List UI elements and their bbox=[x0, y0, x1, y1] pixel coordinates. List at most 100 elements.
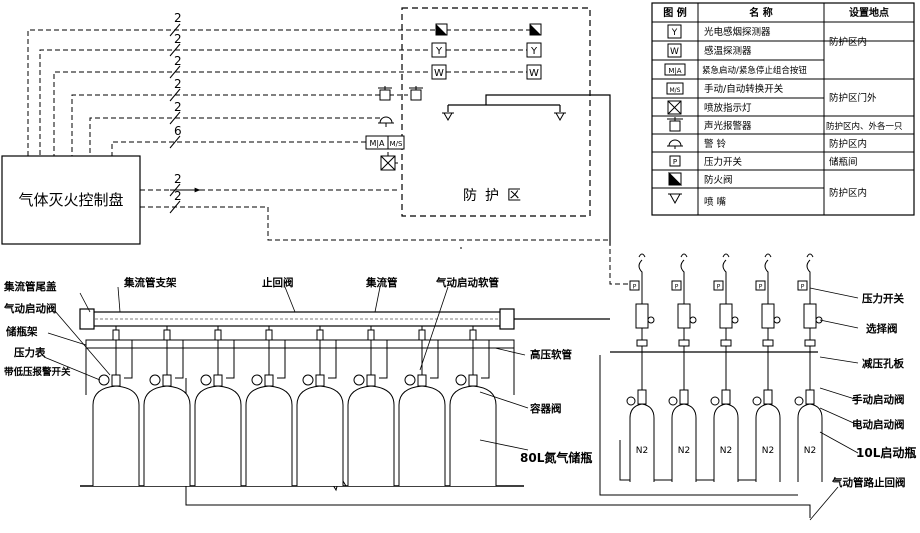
selector-valve-icon bbox=[677, 303, 691, 329]
discharge-riser bbox=[764, 259, 769, 304]
check-valve-icon bbox=[469, 329, 477, 341]
heat-detector-icon: W bbox=[667, 43, 682, 58]
legend-location: 储瓶间 bbox=[829, 156, 858, 168]
label-electric-valve: 电动启动阀 bbox=[852, 418, 905, 431]
wire-count: 2 bbox=[174, 172, 182, 186]
pressure-gauge-icon bbox=[149, 374, 161, 386]
svg-text:M/S: M/S bbox=[669, 87, 680, 94]
check-valve-icon bbox=[214, 329, 222, 341]
container-valve-icon bbox=[468, 374, 478, 387]
pilot-hose bbox=[277, 340, 286, 379]
legend-location: 防护区内 bbox=[829, 138, 867, 150]
main-cylinder bbox=[398, 326, 446, 486]
main-cylinder bbox=[449, 326, 497, 486]
label-cylinder-rack: 储瓶架 bbox=[6, 325, 38, 338]
pilot-cylinder-body bbox=[713, 403, 739, 482]
manual-valve-icon bbox=[763, 389, 773, 405]
discharge-riser bbox=[722, 259, 727, 304]
svg-text:Y: Y bbox=[435, 46, 443, 57]
cylinder-body bbox=[347, 385, 395, 486]
smoke-detector-icon: Y bbox=[526, 42, 542, 58]
wire-count: 2 bbox=[174, 77, 182, 91]
nitrogen-label: N2 bbox=[762, 446, 774, 456]
legend-name: 防火阀 bbox=[704, 174, 733, 186]
svg-text:名 称: 名 称 bbox=[749, 6, 772, 19]
manual-auto-station-icon: M|A bbox=[365, 135, 389, 150]
legend-name: 感温探测器 bbox=[704, 45, 752, 57]
pilot-hose bbox=[328, 340, 337, 379]
pilot-hose bbox=[124, 340, 133, 379]
legend-location: 防护区内、外各一只 bbox=[826, 121, 903, 132]
pressure-gauge-icon bbox=[98, 374, 110, 386]
pressure-gauge-icon bbox=[752, 396, 762, 406]
fire-damper-icon bbox=[668, 171, 683, 186]
main-cylinder bbox=[347, 326, 395, 486]
cylinder-body bbox=[245, 385, 293, 486]
pressure-switch-icon: P bbox=[713, 280, 724, 291]
label-container-valve: 容器阀 bbox=[529, 402, 562, 415]
pilot-unit: PN2 bbox=[668, 253, 697, 482]
manual-valve-icon bbox=[679, 389, 689, 405]
nozzle-icon bbox=[442, 112, 454, 122]
pressure-switch-icon: P bbox=[669, 155, 681, 167]
selector-valve-icon bbox=[719, 303, 733, 329]
pressure-gauge-icon bbox=[626, 396, 636, 406]
container-valve-icon bbox=[264, 374, 274, 387]
pilot-hose bbox=[175, 340, 184, 379]
legend-name: 光电感烟探测器 bbox=[704, 26, 771, 38]
svg-text:W: W bbox=[670, 47, 679, 57]
nozzle-icon bbox=[554, 112, 566, 122]
valve-actuator bbox=[773, 316, 781, 324]
pilot-unit: PN2 bbox=[626, 253, 655, 482]
protection-zone: 防护区 bbox=[401, 7, 591, 217]
legend-location: 防护区门外 bbox=[829, 92, 877, 104]
label-manual-valve: 手动启动阀 bbox=[852, 393, 905, 406]
pressure-switch-icon: P bbox=[797, 280, 808, 291]
label-pilot-cylinder: 10L启动瓶 bbox=[856, 445, 916, 460]
label-main-cylinder: 80L氮气储瓶 bbox=[520, 450, 592, 465]
check-valve-icon bbox=[316, 329, 324, 341]
pilot-cylinder-body bbox=[671, 403, 697, 482]
main-cylinder bbox=[92, 326, 140, 486]
svg-text:P: P bbox=[675, 284, 679, 291]
legend-location: 防护区内 bbox=[829, 36, 867, 48]
svg-text:Y: Y bbox=[530, 46, 538, 57]
legend-name: 喷 嘴 bbox=[704, 197, 727, 208]
orifice-plate-icon bbox=[720, 339, 732, 347]
check-valve-icon bbox=[112, 329, 120, 341]
container-valve-icon bbox=[417, 374, 427, 387]
nitrogen-label: N2 bbox=[804, 446, 816, 456]
check-valve-icon bbox=[367, 329, 375, 341]
pressure-gauge-icon bbox=[710, 396, 720, 406]
legend-name: 手动/自动转换开关 bbox=[704, 83, 784, 95]
svg-text:P: P bbox=[717, 284, 721, 291]
main-cylinders bbox=[92, 326, 497, 486]
orifice-plate-icon bbox=[762, 339, 774, 347]
bell-icon bbox=[378, 116, 394, 127]
fire-damper-icon bbox=[529, 23, 542, 36]
valve-actuator bbox=[689, 316, 697, 324]
manual-valve-icon bbox=[721, 389, 731, 405]
sounder-strobe-icon bbox=[667, 117, 683, 132]
container-valve-icon bbox=[213, 374, 223, 387]
smoke-detector-icon: Y bbox=[667, 24, 682, 39]
pilot-hose bbox=[430, 340, 439, 379]
legend-name: 压力开关 bbox=[704, 156, 743, 168]
bell-icon bbox=[667, 139, 683, 149]
pressure-gauge-icon bbox=[302, 374, 314, 386]
mode-switch-icon: M/S bbox=[666, 82, 684, 95]
pilot-hose bbox=[226, 340, 235, 379]
wire-count: 2 bbox=[174, 54, 182, 68]
svg-text:设置地点: 设置地点 bbox=[849, 6, 889, 19]
legend-name: 声光报警器 bbox=[704, 120, 752, 132]
main-cylinder bbox=[143, 326, 191, 486]
check-valve-icon bbox=[265, 329, 273, 341]
riser-wave bbox=[764, 253, 772, 258]
callout-labels: 集流管尾盖 集流管支架 止回阀 集流管 气动启动软管 气动启动阀 储瓶架 压力表… bbox=[3, 276, 916, 489]
pressure-gauge-icon bbox=[668, 396, 678, 406]
container-valve-icon bbox=[111, 374, 121, 387]
wire-count: 6 bbox=[174, 124, 182, 138]
label-pilot-valve: 气动启动阀 bbox=[3, 302, 57, 315]
